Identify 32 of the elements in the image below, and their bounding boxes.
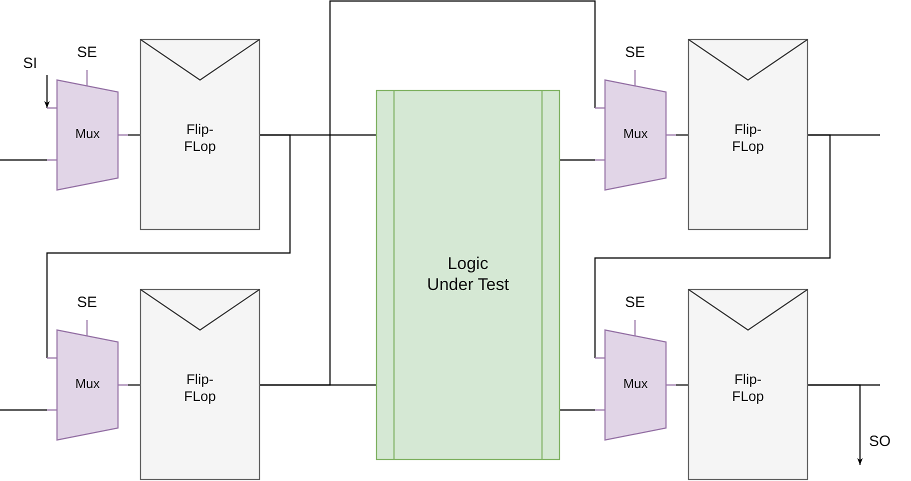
wire — [808, 134, 880, 136]
flip-flop — [688, 39, 808, 230]
wire — [0, 159, 47, 161]
wire — [0, 409, 47, 411]
wire — [676, 384, 688, 386]
block-label: Logic Under Test — [426, 252, 510, 296]
mux-label: Mux — [622, 376, 649, 392]
mux-label: Mux — [74, 376, 101, 392]
wire — [560, 409, 595, 411]
wire — [46, 134, 291, 358]
flip-flop-label: Flip- FLop — [731, 370, 765, 406]
flip-flop-label: Flip- FLop — [183, 370, 217, 406]
flip-flop-label: Flip- FLop — [731, 120, 765, 156]
signal-arrow — [808, 384, 863, 465]
pin-label: SE — [624, 44, 646, 61]
pin-label: SE — [624, 294, 646, 311]
mux-label: Mux — [622, 126, 649, 142]
pin-label: SE — [76, 294, 98, 311]
wire — [676, 134, 688, 136]
flip-flop — [140, 39, 260, 230]
wire — [594, 134, 831, 358]
wire — [260, 0, 596, 386]
wire — [560, 159, 595, 161]
pin-label: SE — [76, 44, 98, 61]
flip-flop — [688, 289, 808, 480]
mux-label: Mux — [74, 126, 101, 142]
wire — [128, 134, 140, 136]
wire — [128, 384, 140, 386]
process-block — [376, 90, 560, 460]
signal-arrow — [44, 75, 50, 108]
flip-flop-label: Flip- FLop — [183, 120, 217, 156]
flip-flop — [140, 289, 260, 480]
